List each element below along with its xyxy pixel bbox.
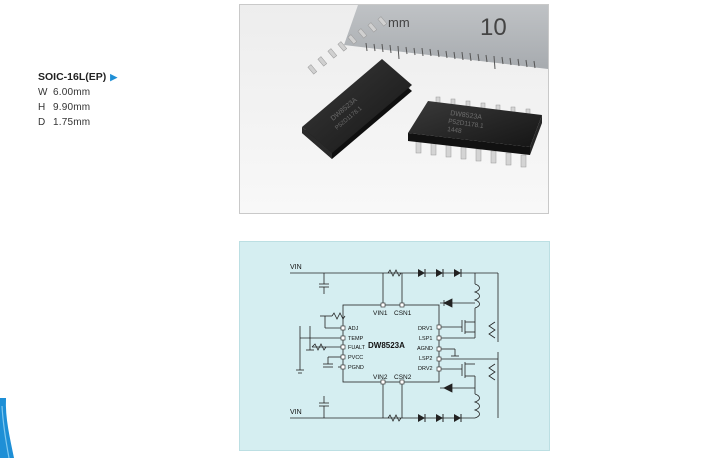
- dim-unit: mm: [73, 117, 91, 128]
- pin-label-right: AGND: [417, 346, 433, 352]
- pin-label-left: PGND: [348, 365, 364, 371]
- pin-label-bottom: VIN2: [373, 374, 388, 381]
- ruler-ticks: [365, 42, 536, 70]
- dim-unit: mm: [73, 87, 91, 98]
- chip-photo-illustration: mm 10: [240, 5, 548, 213]
- pin-label-right: LSP2: [419, 356, 432, 362]
- chip-marking-line: P52D1178.1: [448, 118, 485, 130]
- pin-label-right: LSP1: [419, 336, 432, 342]
- dim-value: 9.90: [52, 102, 74, 113]
- application-diagram: VIN VIN VIN1 CSN1 VIN2 CSN2 DW8523A ADJ …: [239, 241, 550, 451]
- ruler-number: 10: [480, 14, 507, 41]
- chip-right: DW8523A P52D1178.1 1448: [408, 96, 542, 168]
- chip-marking-line: DW8523A: [450, 110, 483, 121]
- pin-label-top: VIN1: [373, 310, 388, 317]
- chip-name-label: DW8523A: [368, 341, 405, 350]
- dim-row-height: H 9.90mm: [38, 100, 188, 115]
- pin-label-left: TEMP: [348, 336, 364, 342]
- dim-unit: mm: [73, 102, 91, 113]
- play-triangle-icon[interactable]: ▶: [110, 72, 118, 82]
- package-name-label: SOIC-16L(EP): [38, 71, 107, 83]
- vin-label: VIN: [290, 264, 302, 271]
- schematic-wires: [290, 269, 499, 422]
- chip-left: DW8523A P52D1178.1: [302, 16, 412, 159]
- vin-label: VIN: [290, 409, 302, 416]
- pin-label-left: PVCC: [348, 355, 363, 361]
- pin-label-top: CSN1: [394, 310, 412, 317]
- dim-row-depth: D 1.75mm: [38, 115, 188, 130]
- product-photo: mm 10: [239, 4, 549, 214]
- ruler: [344, 5, 548, 69]
- led-string-bottom: [418, 414, 462, 422]
- led-string-top: [418, 269, 462, 277]
- pin-label-left: ADJ: [348, 326, 359, 332]
- dim-key: W: [38, 87, 48, 98]
- pin-label-left: FUALT: [348, 345, 366, 351]
- schematic: VIN VIN VIN1 CSN1 VIN2 CSN2 DW8523A ADJ …: [290, 264, 499, 422]
- chip-marking-line: 1448: [447, 126, 463, 135]
- ruler-unit: mm: [388, 15, 410, 30]
- dim-value: 6.00: [52, 87, 74, 98]
- edge-accent-graphic: [0, 398, 14, 458]
- dim-key: D: [38, 117, 46, 128]
- dim-row-width: W 6.00mm: [38, 85, 188, 100]
- pin-label-right: DRV2: [418, 366, 433, 372]
- pin-label-bottom: CSN2: [394, 374, 412, 381]
- dim-value: 1.75: [52, 117, 74, 128]
- pin-pads: [340, 302, 442, 385]
- pin-label-right: DRV1: [418, 326, 433, 332]
- package-name[interactable]: SOIC-16L(EP)▶: [38, 70, 188, 85]
- package-spec: SOIC-16L(EP)▶ W 6.00mm H 9.90mm D 1.75mm: [38, 70, 188, 130]
- ic-body: [342, 304, 440, 383]
- dim-key: H: [38, 102, 46, 113]
